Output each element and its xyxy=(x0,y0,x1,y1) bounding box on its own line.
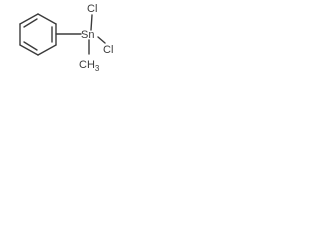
chlorine-2-label: Cl xyxy=(103,44,113,56)
ring-double-bond-c xyxy=(23,41,38,51)
methyl-c-label: CH xyxy=(79,59,95,71)
tin-to-cl2-bond xyxy=(97,36,106,44)
ring-bond-1 xyxy=(19,13,39,25)
chlorine-1-label: Cl xyxy=(87,3,97,15)
structure-canvas: Sn Cl Cl CH3 xyxy=(0,0,143,80)
molecule-diagram: Sn Cl Cl CH3 xyxy=(19,3,113,73)
ring-double-bond-a xyxy=(23,18,38,28)
tin-atom-label: Sn xyxy=(81,29,94,41)
methyl-subscript: 3 xyxy=(95,64,100,73)
ring-bond-5 xyxy=(19,44,39,56)
ring-bond-4 xyxy=(37,44,57,56)
methyl-label: CH3 xyxy=(79,59,100,73)
ring-bond-2 xyxy=(37,13,57,25)
tin-to-cl1-bond xyxy=(90,14,93,31)
phenyl-ring xyxy=(19,13,57,56)
